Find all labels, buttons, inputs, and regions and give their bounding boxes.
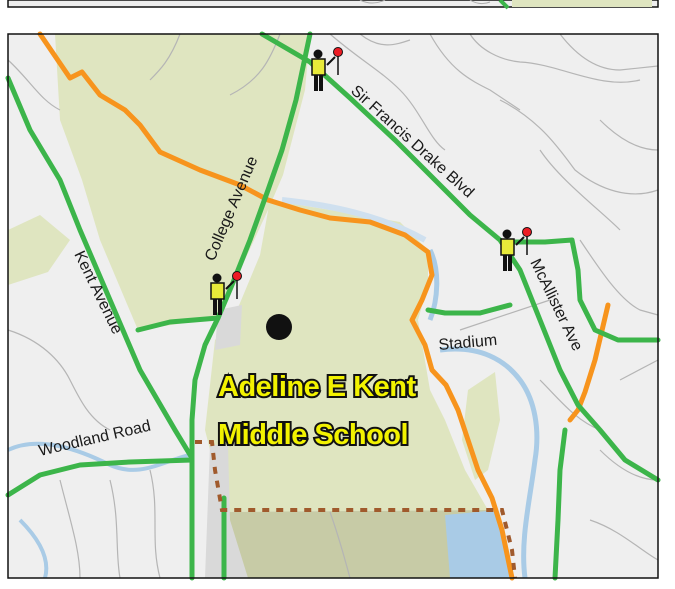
school-name-line2: Middle School	[218, 419, 408, 451]
top-strip	[0, 0, 675, 10]
crossing-guard-icon	[311, 47, 343, 91]
orange-routes	[37, 31, 611, 581]
crossing-guard-icon	[210, 271, 242, 315]
school-name-line1: Adeline E Kent	[218, 371, 416, 403]
water-features	[7, 197, 540, 579]
green-routes	[5, 31, 661, 581]
minor-streets	[7, 33, 659, 579]
school-grounds	[225, 510, 505, 578]
map-frame	[7, 33, 659, 579]
school-location-icon	[266, 314, 292, 340]
crossing-guard-icon	[500, 227, 532, 271]
road-label-stadium: Stadium	[438, 332, 498, 354]
